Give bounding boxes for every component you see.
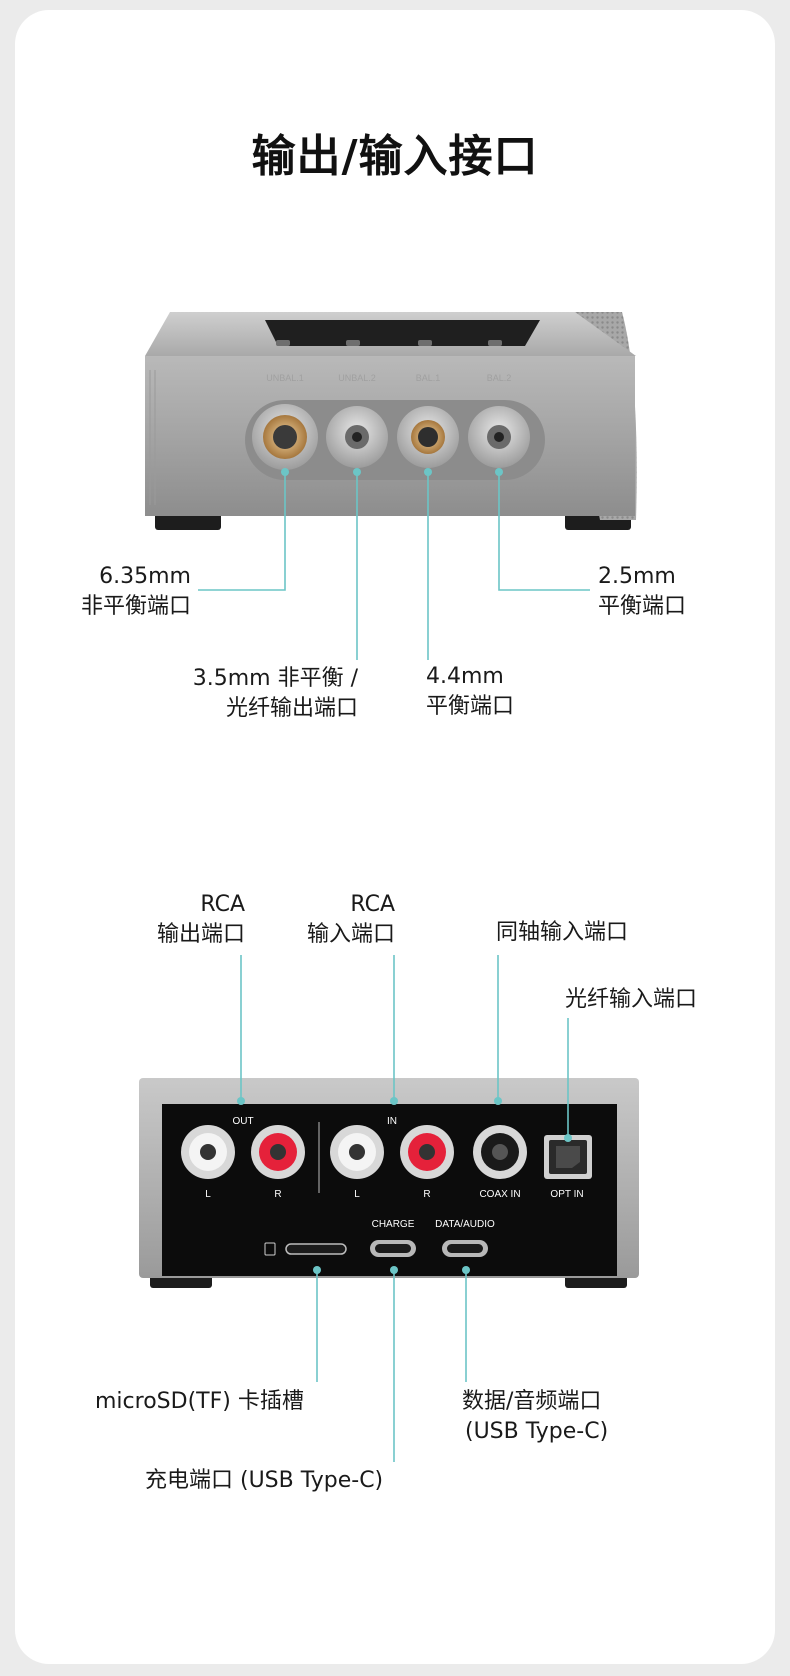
jack-label: R bbox=[423, 1189, 430, 1200]
engraving-unbal2: UNBAL.2 bbox=[338, 373, 376, 383]
label-optical-input: 光纤输入端口 bbox=[565, 987, 698, 1012]
callout-dot bbox=[237, 1097, 245, 1105]
top-button bbox=[488, 340, 502, 346]
label-2-5mm-port: 2.5mm 平衡端口 bbox=[598, 564, 687, 619]
engraving-bal2: BAL.2 bbox=[487, 373, 512, 383]
front-callout-lines bbox=[198, 472, 590, 660]
rca-in-left bbox=[330, 1125, 384, 1179]
jack-label: L bbox=[205, 1189, 211, 1200]
jack-label: R bbox=[274, 1189, 281, 1200]
label-in: IN bbox=[387, 1116, 397, 1127]
jack-6-35mm bbox=[252, 404, 318, 470]
engraving-unbal1: UNBAL.1 bbox=[266, 373, 304, 383]
top-button bbox=[276, 340, 290, 346]
label-data-audio: DATA/AUDIO bbox=[435, 1219, 495, 1230]
engraving-bal1: BAL.1 bbox=[416, 373, 441, 383]
callout-dot bbox=[494, 1097, 502, 1105]
rca-in-right bbox=[400, 1125, 454, 1179]
label-charge-port: 充电端口 (USB Type-C) bbox=[145, 1468, 384, 1493]
content-card bbox=[15, 10, 775, 1664]
page-title: 输出/输入接口 bbox=[251, 131, 539, 182]
microsd-slot bbox=[264, 1242, 347, 1256]
label-3-5mm-port: 3.5mm 非平衡 / 光纤输出端口 bbox=[192, 666, 358, 721]
port-bay bbox=[245, 400, 545, 480]
jack-4-4mm bbox=[397, 406, 459, 468]
rca-out-right bbox=[251, 1125, 305, 1179]
callout-dot bbox=[462, 1266, 470, 1274]
sd-card-icon bbox=[264, 1242, 276, 1256]
jack-2-5mm bbox=[468, 406, 530, 468]
jack-label: COAX IN bbox=[479, 1189, 520, 1200]
usb-c-data-port bbox=[442, 1240, 488, 1257]
callout-dot bbox=[424, 468, 432, 476]
label-6-35mm-port: 6.35mm 非平衡端口 bbox=[80, 564, 191, 619]
label-4-4mm-port: 4.4mm 平衡端口 bbox=[426, 664, 515, 719]
callout-dot bbox=[390, 1266, 398, 1274]
label-charge: CHARGE bbox=[372, 1219, 415, 1230]
front-display-screen bbox=[265, 320, 540, 346]
callout-dot bbox=[353, 468, 361, 476]
label-data-audio-port: 数据/音频端口 (USB Type-C) bbox=[462, 1389, 609, 1444]
optical-in-jack bbox=[544, 1135, 592, 1179]
callout-dot bbox=[564, 1134, 572, 1142]
usb-c-charge-port bbox=[370, 1240, 416, 1257]
front-foot-left bbox=[155, 512, 221, 530]
label-microsd-slot: microSD(TF) 卡插槽 bbox=[95, 1389, 304, 1414]
rca-out-left bbox=[181, 1125, 235, 1179]
callout-dot bbox=[390, 1097, 398, 1105]
jack-label: L bbox=[354, 1189, 360, 1200]
jack-label: OPT IN bbox=[550, 1189, 583, 1200]
coax-in-jack bbox=[473, 1125, 527, 1179]
label-rca-input: RCA 输入端口 bbox=[306, 892, 395, 947]
back-device: OUT IN bbox=[139, 1078, 639, 1288]
jack-3-5mm bbox=[326, 406, 388, 468]
callout-dot bbox=[495, 468, 503, 476]
front-device: UNBAL.1 UNBAL.2 BAL.1 BAL.2 bbox=[145, 312, 637, 530]
label-out: OUT bbox=[232, 1116, 253, 1127]
top-button bbox=[418, 340, 432, 346]
label-rca-output: RCA 输出端口 bbox=[156, 892, 245, 947]
top-button bbox=[346, 340, 360, 346]
callout-dot bbox=[313, 1266, 321, 1274]
label-coax-input: 同轴输入端口 bbox=[496, 920, 629, 945]
callout-dot bbox=[281, 468, 289, 476]
back-callout-lines bbox=[240, 955, 569, 1462]
